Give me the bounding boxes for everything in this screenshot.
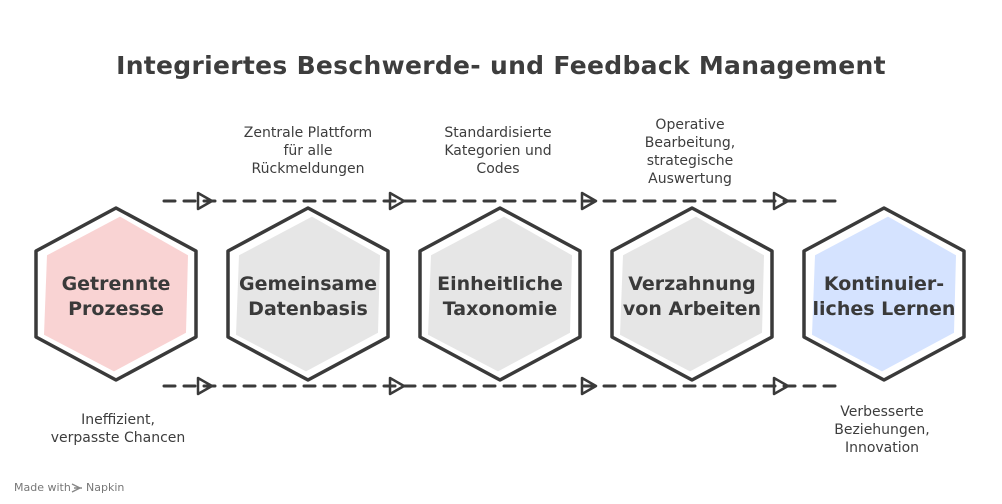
arrow-head-icon xyxy=(772,191,790,211)
arrow-head-icon xyxy=(772,376,790,396)
arrow-head-icon xyxy=(580,191,598,211)
note-line: Zentrale Plattform xyxy=(244,125,372,141)
note-line: verpasste Chancen xyxy=(51,430,186,446)
diagram-title: Integriertes Beschwerde- und Feedback Ma… xyxy=(116,51,886,80)
stage-label-line: von Arbeiten xyxy=(623,298,761,320)
napkin-logo-icon xyxy=(71,483,82,493)
stage-label-line: Datenbasis xyxy=(248,298,368,320)
note-line: Rückmeldungen xyxy=(252,161,365,177)
footer: Made with Napkin xyxy=(14,481,124,494)
arrow-head-icon xyxy=(196,376,214,396)
arrow-head-icon xyxy=(196,191,214,211)
stage-label-line: Getrennte xyxy=(62,273,171,295)
note-line: Bearbeitung, xyxy=(645,135,736,151)
stage-4: Verzahnung von Arbeiten xyxy=(610,206,774,382)
note-line: Innovation xyxy=(845,440,919,456)
note-line: Kategorien und xyxy=(444,143,551,159)
stage-outline xyxy=(418,206,582,382)
footer-brand: Napkin xyxy=(86,481,124,494)
stage-label-line: Einheitliche xyxy=(437,273,563,295)
stage-label-line: Verzahnung xyxy=(628,273,756,295)
arrow-head-icon xyxy=(580,376,598,396)
note-line: Auswertung xyxy=(648,171,732,187)
stage-outline xyxy=(34,206,198,382)
stage-label-line: Prozesse xyxy=(68,298,164,320)
stage-fill xyxy=(236,216,380,372)
note-line: für alle xyxy=(284,143,333,159)
arrow-head-icon xyxy=(388,376,406,396)
bottom-annotations: Ineffizient, verpasste Chancen Verbesserte… xyxy=(51,404,930,456)
note-line: Ineffizient, xyxy=(81,412,155,428)
note-line: Beziehungen, xyxy=(834,422,930,438)
note-line: Verbesserte xyxy=(840,404,923,420)
stage-fill xyxy=(620,216,764,372)
note-line: Standardisierte xyxy=(444,125,551,141)
stage-outline xyxy=(802,206,966,382)
stage-label-line: Taxonomie xyxy=(443,298,557,320)
bottom-note-1: Ineffizient, verpasste Chancen xyxy=(51,412,186,446)
stage-label-line: Gemeinsame xyxy=(239,273,377,295)
stage-label-line: liches Lernen xyxy=(813,298,956,320)
note-line: Codes xyxy=(476,161,519,177)
connector-arrows xyxy=(162,191,844,396)
note-line: strategische xyxy=(647,153,733,169)
note-line: Operative xyxy=(655,117,724,133)
stage-fill xyxy=(428,216,572,372)
footer-made-with: Made with xyxy=(14,481,71,494)
stage-outline xyxy=(610,206,774,382)
stage-label: Kontinuier-liches Lernen xyxy=(813,273,956,320)
stage-label: Verzahnung von Arbeiten xyxy=(623,273,761,320)
stage-5: Kontinuier-liches Lernen xyxy=(802,206,966,382)
stage-outline xyxy=(226,206,390,382)
stage-label-line: Kontinuier- xyxy=(824,273,944,295)
stage-fill xyxy=(812,216,956,372)
stage-fill xyxy=(44,216,188,372)
arrow-head-icon xyxy=(388,191,406,211)
